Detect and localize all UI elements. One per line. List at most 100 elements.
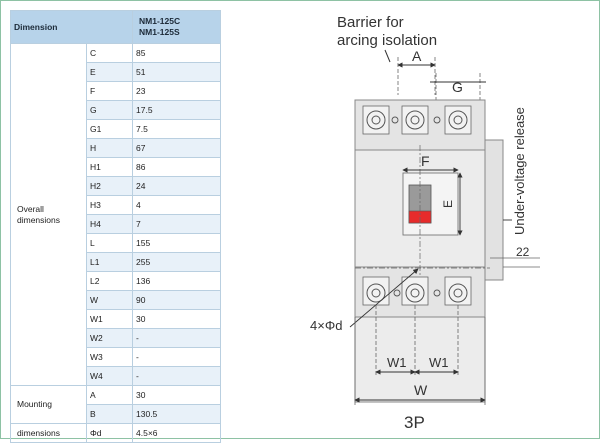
dim-W1-left-label: W1	[387, 355, 407, 370]
dimension-table: Dimension NM1-125C NM1-125S Overall dime…	[9, 10, 222, 443]
dimension-value: -	[132, 366, 222, 386]
top-screw-mid-inner	[410, 115, 420, 125]
dimension-code: G1	[85, 119, 134, 139]
dimension-code: H1	[85, 157, 134, 177]
dim-F-label: F	[421, 153, 430, 169]
dimension-value: 30	[132, 309, 222, 329]
bottom-screw-mid	[405, 283, 425, 303]
dimension-value: 30	[132, 385, 222, 405]
group-label: dimensions	[10, 423, 87, 443]
dimension-value: 86	[132, 157, 222, 177]
dimension-code: H2	[85, 176, 134, 196]
dim-E-label: E	[441, 200, 455, 208]
dimension-header: Dimension	[9, 10, 134, 44]
top-screw-right	[448, 110, 468, 130]
table-row: W2-	[11, 328, 222, 348]
dim-W-label: W	[414, 382, 428, 398]
group-label: Mounting	[10, 385, 87, 424]
bottom-screw-left-inner	[371, 288, 381, 298]
dimension-value: 4	[132, 195, 222, 215]
dimension-code: H3	[85, 195, 134, 215]
dim-W1-right-label: W1	[429, 355, 449, 370]
barrier-label-line2: arcing isolation	[337, 32, 437, 49]
dimension-value: 7.5	[132, 119, 222, 139]
dimension-value: 85	[132, 43, 222, 63]
top-screw-mid	[405, 110, 425, 130]
table-row: W3-	[11, 347, 222, 367]
dimension-code: Φd	[85, 423, 134, 443]
product-header: NM1-125C NM1-125S	[132, 10, 222, 44]
dimension-value: 23	[132, 81, 222, 101]
group-label: Overall dimensions	[10, 43, 87, 386]
dim-A-label: A	[412, 48, 422, 64]
dimension-value: 24	[132, 176, 222, 196]
dimension-value: 136	[132, 271, 222, 291]
barrier-leader	[384, 49, 391, 63]
dimension-code: W	[85, 290, 134, 310]
bottom-aux-hole-left	[393, 289, 401, 297]
table-header-row: Dimension NM1-125C NM1-125S	[9, 10, 222, 44]
bottom-screw-left	[366, 283, 386, 303]
dimension-value: 90	[132, 290, 222, 310]
release-side-module	[484, 139, 504, 281]
breaker-3p-drawing: Barrier for arcing isolation A G F E Und…	[310, 14, 540, 432]
dimension-code: W1	[85, 309, 134, 329]
bottom-screw-right	[448, 283, 468, 303]
poles-label: 3P	[404, 413, 425, 432]
dimension-value: 255	[132, 252, 222, 272]
dimension-value: 67	[132, 138, 222, 158]
top-aux-hole-left	[391, 116, 399, 124]
barrier-label-line1: Barrier for	[337, 14, 404, 31]
bottom-aux-hole-right	[433, 289, 441, 297]
top-screw-right-inner	[453, 115, 463, 125]
dimension-value: 51	[132, 62, 222, 82]
dimension-code: L	[85, 233, 134, 253]
product-model-s: NM1-125S	[139, 27, 180, 37]
release-label: Under-voltage release	[512, 107, 527, 235]
dimension-code: G	[85, 100, 134, 120]
dimension-code: W4	[85, 366, 134, 386]
bottom-screw-mid-inner	[410, 288, 420, 298]
product-model-c: NM1-125C	[139, 16, 181, 26]
top-screw-left	[366, 110, 386, 130]
dimension-code: W2	[85, 328, 134, 348]
dimension-value: 7	[132, 214, 222, 234]
dimension-code: H4	[85, 214, 134, 234]
bottom-screw-right-inner	[453, 288, 463, 298]
dimension-code: C	[85, 43, 134, 63]
hole-label: 4×Φd	[310, 318, 342, 333]
dimension-value: 4.5×6	[132, 423, 222, 443]
hole-leader	[349, 268, 419, 328]
top-aux-hole-right	[433, 116, 441, 124]
dimension-code: H	[85, 138, 134, 158]
dimension-code: L1	[85, 252, 134, 272]
dimension-code: F	[85, 81, 134, 101]
top-screw-left-inner	[371, 115, 381, 125]
dimension-code: E	[85, 62, 134, 82]
dimension-code: A	[85, 385, 134, 405]
dimension-value: -	[132, 347, 222, 367]
dimension-code: B	[85, 404, 134, 424]
dimension-code: W3	[85, 347, 134, 367]
dim-G-label: G	[452, 79, 463, 95]
dimension-code: L2	[85, 271, 134, 291]
dimension-value: 155	[132, 233, 222, 253]
dimension-value: 17.5	[132, 100, 222, 120]
dim-22-label: 22	[516, 245, 530, 259]
dimension-value: 130.5	[132, 404, 222, 424]
dimension-value: -	[132, 328, 222, 348]
